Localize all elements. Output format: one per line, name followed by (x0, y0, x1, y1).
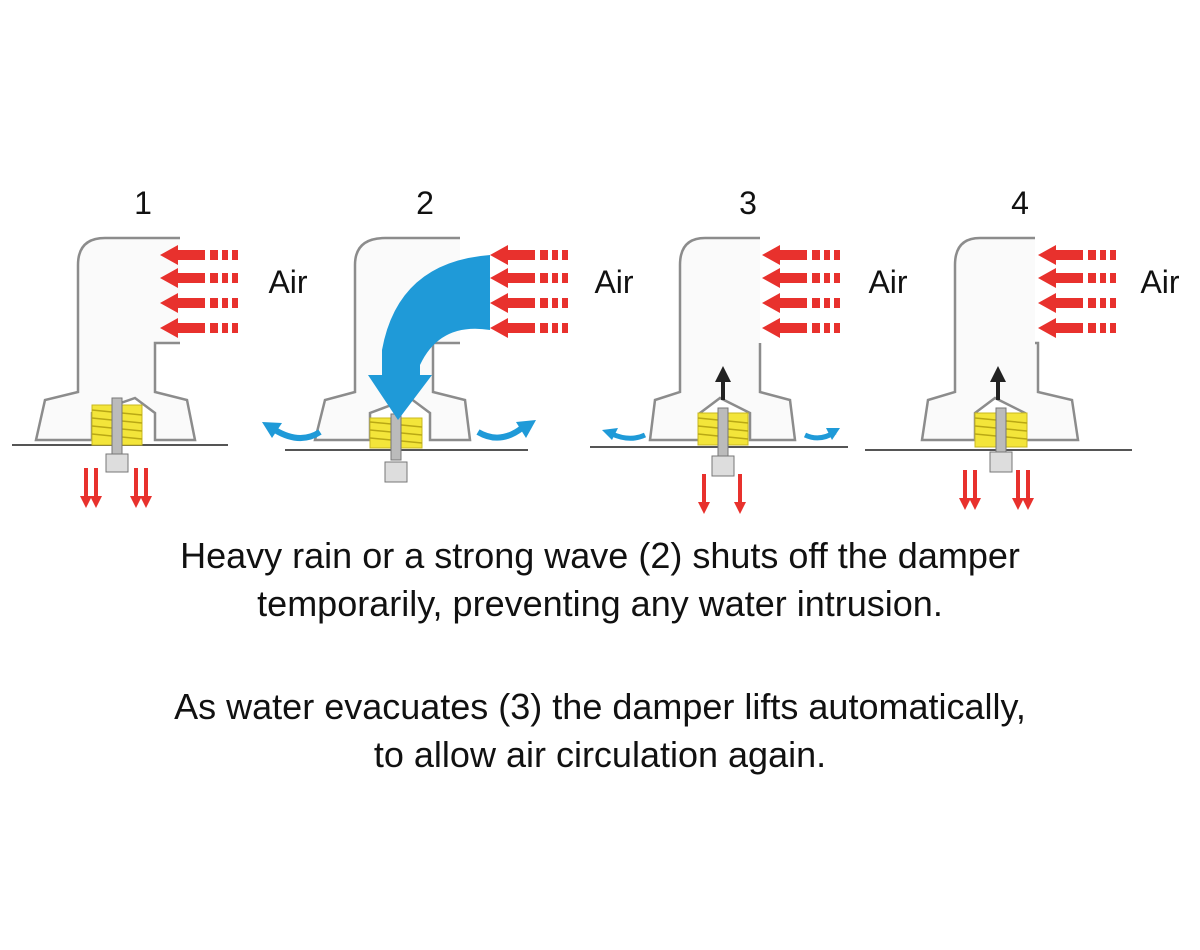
damper-spring (697, 407, 749, 457)
air-inlet-arrows (1038, 245, 1116, 338)
lift-arrow (715, 366, 731, 400)
air-inlet-arrows (160, 245, 238, 338)
air-outlet-arrows (959, 470, 1034, 510)
damper-spring (91, 397, 143, 455)
drain-plug (711, 455, 735, 477)
drain-plug (105, 453, 129, 473)
panel-number: 2 (416, 185, 434, 221)
drain-plug (384, 461, 408, 483)
caption-line: temporarily, preventing any water intrus… (257, 583, 943, 624)
panel-2: 2 Air (262, 185, 634, 483)
caption-paragraph-1: Heavy rain or a strong wave (2) shuts of… (0, 532, 1200, 628)
air-label: Air (594, 264, 633, 300)
water-flow-arrow (368, 255, 490, 420)
panel-number: 1 (134, 185, 152, 221)
caption-line: to allow air circulation again. (373, 734, 827, 775)
panel-number: 3 (739, 185, 757, 221)
caption-line: As water evacuates (3) the damper lifts … (174, 686, 1026, 727)
vent-housing (648, 236, 797, 442)
panel-3: 3 (590, 185, 908, 514)
air-label: Air (1140, 264, 1179, 300)
air-inlet-arrows (762, 245, 840, 338)
caption-line: Heavy rain or a strong wave (2) shuts of… (180, 535, 1020, 576)
water-splash-arrows (273, 425, 524, 441)
panel-1: 1 Air (12, 185, 308, 508)
vent-housing (920, 236, 1080, 442)
vent-housing (34, 236, 197, 442)
air-inlet-arrows (490, 245, 568, 338)
damper-spring (974, 407, 1028, 459)
panel-number: 4 (1011, 185, 1029, 221)
air-outlet-arrows (698, 474, 746, 514)
air-label: Air (868, 264, 907, 300)
air-outlet-arrows (80, 468, 152, 508)
lift-arrow (990, 366, 1006, 400)
caption-paragraph-2: As water evacuates (3) the damper lifts … (0, 683, 1200, 779)
air-label: Air (268, 264, 307, 300)
panel-4: 4 Air (865, 185, 1180, 510)
damper-spring (369, 413, 423, 461)
drain-plug (989, 451, 1013, 473)
